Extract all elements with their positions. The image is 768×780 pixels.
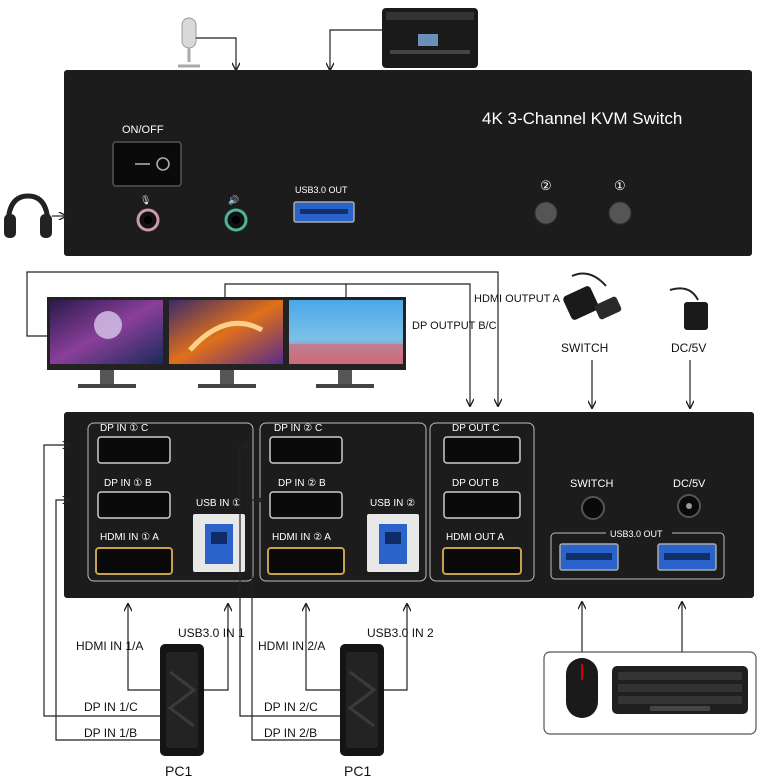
printer-icon (382, 8, 478, 68)
pc-right-label: PC1 (344, 763, 371, 779)
peripherals-box (543, 651, 757, 735)
keyboard-icon (612, 666, 748, 714)
callout-usb30-in-1: USB3.0 IN 1 (178, 626, 245, 640)
monitor-right (286, 297, 406, 388)
label-usb-in-1: USB IN ① (196, 498, 241, 509)
port-dp-in-1b[interactable] (97, 491, 171, 519)
callout-hdmi-in-1a: HDMI IN 1/A (76, 639, 143, 653)
callout-usb30-in-2: USB3.0 IN 2 (367, 626, 434, 640)
port-dp-out-b[interactable] (443, 491, 521, 519)
callout-dc: DC/5V (671, 341, 706, 355)
mic-icon: 🎙 (140, 195, 151, 206)
label-dc-port: DC/5V (673, 478, 706, 490)
label-hdmi-out-a: HDMI OUT A (446, 532, 504, 543)
headphones-icon (4, 193, 52, 238)
callout-dp-output-bc: DP OUTPUT B/C (412, 320, 497, 332)
power-label: ON/OFF (122, 124, 164, 136)
port-hdmi-in-1a[interactable] (95, 547, 173, 575)
port-dp-in-2c[interactable] (269, 436, 343, 464)
label-dp-in-2c: DP IN ② C (274, 423, 322, 434)
port-hdmi-out-a[interactable] (442, 547, 522, 575)
speaker-icon: 🔊 (228, 194, 239, 206)
label-dp-in-2b: DP IN ② B (278, 478, 326, 489)
label-hdmi-in-1a: HDMI IN ① A (100, 532, 159, 543)
callout-dp-in-2c: DP IN 2/C (264, 700, 318, 714)
channel-1-button[interactable] (608, 201, 632, 225)
label-switch-port: SWITCH (570, 478, 613, 490)
monitors (47, 297, 406, 388)
label-dp-in-1b: DP IN ① B (104, 478, 152, 489)
label-dp-out-c: DP OUT C (452, 423, 499, 434)
power-off-mark (156, 157, 170, 171)
label-usb-out: USB3.0 OUT (610, 529, 663, 539)
mouse-icon (566, 658, 598, 718)
label-dp-out-b: DP OUT B (452, 478, 499, 489)
port-dp-out-c[interactable] (443, 436, 521, 464)
port-dp-in-1c[interactable] (97, 436, 171, 464)
port-switch[interactable] (581, 496, 605, 520)
callout-switch: SWITCH (561, 341, 608, 355)
label-hdmi-in-2a: HDMI IN ② A (272, 532, 331, 543)
callout-dp-in-2b: DP IN 2/B (264, 726, 317, 740)
callout-dp-in-1c: DP IN 1/C (84, 700, 138, 714)
callout-hdmi-output-a: HDMI OUTPUT A (474, 293, 561, 305)
pc-left-label: PC1 (165, 763, 192, 779)
power-adapter-icon (669, 287, 708, 330)
button-1-label: ① (614, 178, 626, 193)
button-2-label: ② (540, 178, 552, 193)
callout-hdmi-in-2a: HDMI IN 2/A (258, 639, 325, 653)
label-dp-in-1c: DP IN ① C (100, 423, 148, 434)
port-dp-in-2b[interactable] (269, 491, 343, 519)
front-usb-label: USB3.0 OUT (295, 185, 348, 195)
channel-2-button[interactable] (534, 201, 558, 225)
label-usb-in-2: USB IN ② (370, 498, 415, 509)
port-hdmi-in-2a[interactable] (267, 547, 345, 575)
monitor-left (47, 297, 166, 388)
monitor-middle (166, 297, 286, 388)
microphone-icon (178, 17, 200, 68)
pc-tower-left-icon (160, 644, 204, 756)
remote-switch-icon (563, 272, 622, 320)
callout-dp-in-1b: DP IN 1/B (84, 726, 137, 740)
pc-tower-right-icon (340, 644, 384, 756)
front-panel: 4K 3-Channel KVM Switch ON/OFF 🎙 🔊 USB3.… (64, 70, 752, 256)
rear-panel: DP IN ① C DP IN ① B HDMI IN ① A USB IN ①… (64, 412, 754, 598)
front-title: 4K 3-Channel KVM Switch (482, 109, 682, 128)
